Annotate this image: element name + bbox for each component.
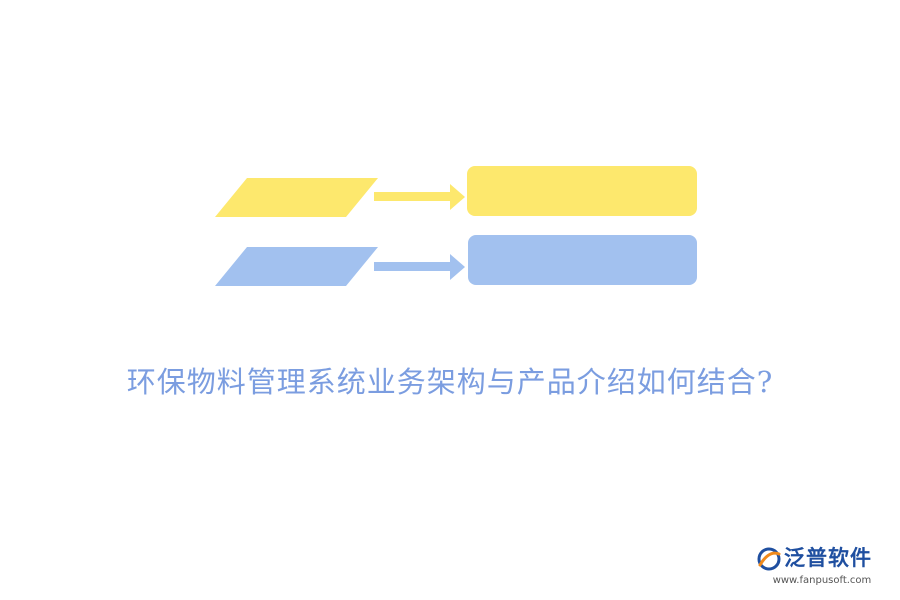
arrow-1 — [374, 184, 465, 210]
arrow-2 — [374, 254, 465, 280]
brand-mark-swoosh — [758, 551, 781, 567]
page-title: 环保物料管理系统业务架构与产品介绍如何结合? — [126, 365, 774, 399]
input-parallelogram-1 — [215, 178, 378, 217]
arrow-2-head — [450, 254, 465, 280]
brand-url: www.fanpusoft.com — [772, 575, 872, 586]
brand-mark-icon — [757, 547, 781, 571]
output-box-2 — [468, 235, 697, 285]
brand-logo: 泛普软件 www.fanpusoft.com — [756, 544, 886, 590]
arrow-1-head — [450, 184, 465, 210]
brand-mark-ring — [757, 547, 781, 571]
flow-row-2 — [215, 235, 697, 286]
arrow-1-shaft — [374, 192, 450, 201]
input-parallelogram-2 — [215, 247, 378, 286]
brand-name: 泛普软件 — [784, 546, 872, 570]
output-box-1 — [467, 166, 697, 216]
flow-row-1 — [215, 166, 697, 217]
arrow-2-shaft — [374, 262, 450, 271]
